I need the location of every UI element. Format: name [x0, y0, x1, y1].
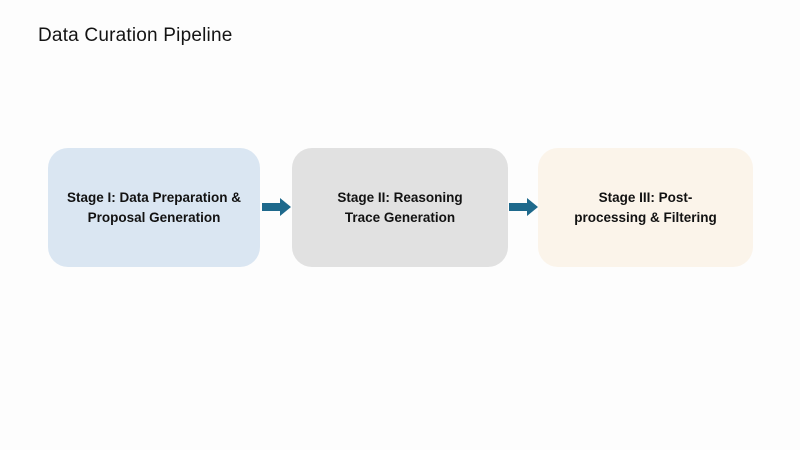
right-arrow-icon	[509, 198, 538, 216]
right-arrow-icon	[262, 198, 291, 216]
page-title: Data Curation Pipeline	[38, 25, 233, 46]
stage-1-label-line-2: Proposal Generation	[87, 209, 221, 225]
stage-2-label-line-2: Trace Generation	[344, 209, 456, 225]
stage-3-label-line-1: Stage III: Post-	[598, 189, 693, 205]
stage-box-3: Stage III: Post- processing & Filtering	[538, 148, 753, 267]
stage-2-label-line-1: Stage II: Reasoning	[337, 189, 463, 205]
stage-1-label-line-1: Stage I: Data Preparation &	[66, 189, 242, 205]
stage-box-1: Stage I: Data Preparation & Proposal Gen…	[48, 148, 260, 267]
stage-box-2: Stage II: Reasoning Trace Generation	[292, 148, 508, 267]
stage-3-label-line-2: processing & Filtering	[574, 209, 717, 225]
